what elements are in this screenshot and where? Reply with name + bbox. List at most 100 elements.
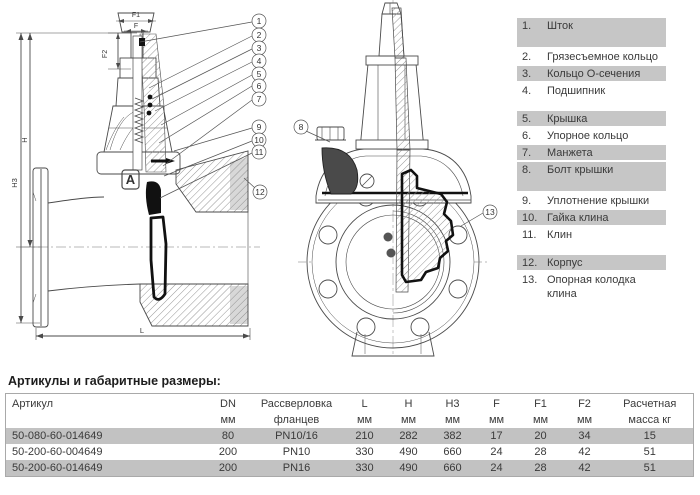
dimension-l: L (36, 326, 250, 339)
part-number: 6. (522, 130, 532, 142)
part-label: Клин (547, 229, 573, 241)
cell-artikul: 50-200-60-004649 (12, 446, 103, 458)
dim-label-f2: F2 (102, 50, 109, 58)
part-number: 13. (522, 274, 538, 286)
cell-f1: 20 (534, 430, 547, 442)
dim-label-f: F (134, 23, 138, 30)
svg-text:9: 9 (257, 122, 262, 132)
part-label: Подшипник (547, 85, 606, 97)
part-label: Грязесъемное кольцо (547, 51, 659, 63)
side-wedge (145, 181, 168, 301)
parts-list-item: 1. Шток (517, 18, 666, 47)
svg-text:6: 6 (257, 81, 262, 91)
side-flange-left (32, 167, 49, 328)
col-header-artikul: Артикул (12, 398, 54, 410)
part-number: 10. (522, 212, 538, 224)
part-label: Болт крышки (547, 164, 614, 176)
front-view (298, 0, 489, 357)
cell-h: 282 (399, 430, 418, 442)
cell-f: 24 (490, 462, 503, 474)
callout-3: 3 (251, 40, 267, 56)
cell-artikul: 50-200-60-014649 (12, 462, 103, 474)
table-title: Артикулы и габаритные размеры: (8, 374, 221, 388)
parts-list-item: 8. Болт крышки (517, 162, 666, 191)
valve-technical-drawing: H3 H L F1 F F2 (10, 0, 498, 357)
part-number: 9. (522, 195, 532, 207)
parts-list-item: 12.Корпус (517, 255, 666, 270)
dim-label-f1: F1 (132, 12, 140, 19)
part-number: 8. (522, 164, 532, 176)
cell-l: 330 (355, 446, 374, 458)
callout-5: 5 (251, 66, 267, 82)
part-number: 3. (522, 68, 532, 80)
logo-letter: A (126, 172, 136, 187)
part-number: 4. (522, 85, 532, 97)
cell-f: 24 (490, 446, 503, 458)
part-label: Кольцо О-сечения (547, 68, 641, 80)
cell-f2: 42 (578, 446, 591, 458)
cell-dn: 80 (221, 430, 235, 442)
cell-l: 330 (355, 462, 374, 474)
cell-f1: 28 (534, 446, 547, 458)
part-label: Гайка клина (547, 212, 609, 224)
callout-6: 6 (251, 78, 267, 94)
dim-label-h: H (20, 137, 29, 142)
cell-h: 490 (399, 446, 418, 458)
part-number: 1. (522, 20, 532, 32)
callout-7: 7 (251, 91, 267, 107)
parts-list-item: 11. Клин (517, 227, 666, 242)
callout-9: 9 (251, 119, 267, 135)
cell-h3: 660 (443, 446, 462, 458)
dimension-h3: H3 (10, 33, 24, 323)
callout-10: 10 (251, 132, 267, 148)
cell-f2: 34 (578, 430, 591, 442)
cell-mass: 15 (643, 430, 656, 442)
svg-text:5: 5 (257, 69, 262, 79)
callout-8: 8 (293, 119, 309, 135)
cover-bolt (315, 126, 359, 195)
dimension-f: F (124, 23, 148, 33)
svg-text:8: 8 (299, 122, 304, 132)
part-label: Упорное кольцо (547, 130, 629, 142)
brand-logo: A (121, 169, 140, 190)
cell-h3: 660 (443, 462, 462, 474)
parts-list-item: 5.Крышка (517, 111, 666, 126)
cell-drilling: PN10/16 (275, 430, 318, 442)
part-label: Манжета (547, 147, 593, 159)
svg-text:13: 13 (485, 207, 495, 217)
part-label: Опорная колодка клина (547, 274, 636, 300)
callout-2: 2 (251, 27, 267, 43)
cell-dn: 200 (218, 446, 238, 458)
cell-f: 17 (490, 430, 503, 442)
part-number: 11. (522, 229, 537, 241)
callout-4: 4 (251, 53, 267, 69)
parts-list-item: 3. Кольцо О-сечения (517, 66, 666, 81)
dimension-h: H (20, 33, 33, 247)
front-wedge (400, 168, 455, 284)
cell-dn: 200 (218, 462, 238, 474)
part-number: 2. (522, 51, 532, 63)
bottom-boss (351, 331, 435, 357)
svg-text:10: 10 (254, 135, 264, 145)
svg-text:3: 3 (257, 43, 262, 53)
part-label: Шток (547, 20, 573, 32)
part-number: 12. (522, 257, 538, 269)
table-row: 50-200-60-004649 200 PN10 330 490 660 24… (6, 444, 694, 460)
table-row: 50-200-60-014649 200 PN16 330 490 660 24… (5, 460, 694, 477)
parts-list-item: 9. Уплотнение крышки (517, 193, 666, 208)
side-view: H3 H L F1 F F2 (10, 12, 260, 340)
part-label: Уплотнение крышки (547, 195, 650, 207)
cell-h: 490 (399, 462, 418, 474)
cell-mass: 51 (643, 462, 656, 474)
svg-text:7: 7 (257, 94, 262, 104)
parts-list-item: 13. Опорная колодка клина (517, 272, 666, 301)
table-row: 50-080-60-014649 80 PN10/16 210 282 382 … (5, 428, 694, 444)
part-number: 7. (522, 147, 532, 159)
